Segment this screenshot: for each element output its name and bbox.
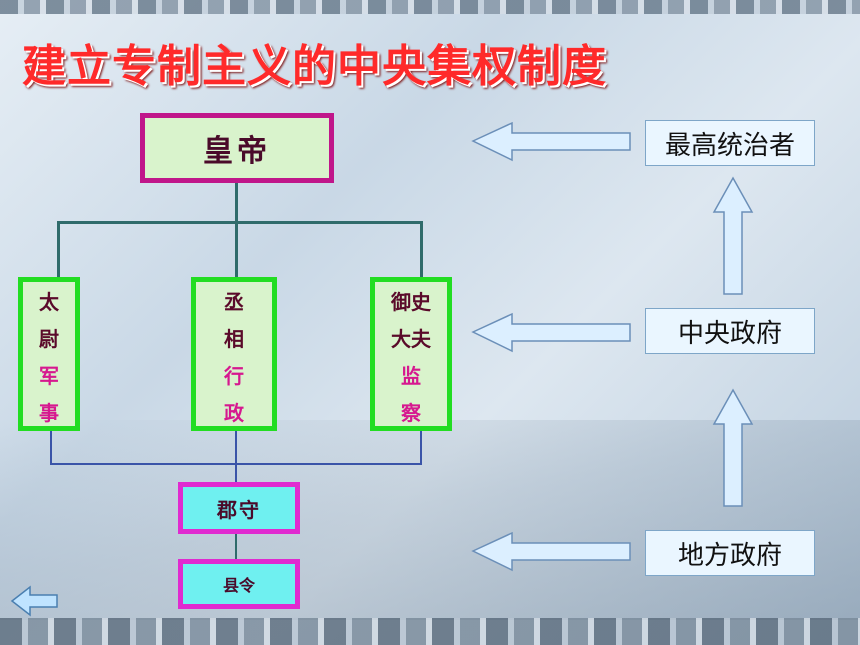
minister-role: 察 (401, 401, 421, 425)
county-magistrate-box: 县令 (178, 559, 300, 609)
local-government-label: 地方政府 (645, 530, 815, 576)
minister-box-yushidafu: 御史 大夫 监 察 (370, 277, 452, 431)
connector-bottom-left (50, 429, 52, 464)
emperor-box: 皇帝 (140, 113, 334, 183)
up-arrow-icon (712, 388, 754, 507)
up-arrow-icon (712, 176, 754, 295)
minister-role: 行 (224, 364, 244, 388)
minister-name: 丞 (224, 290, 244, 314)
connector-taiwei (57, 221, 60, 279)
minister-name: 御史 (391, 290, 431, 314)
minister-name: 大夫 (391, 327, 431, 351)
left-arrow-icon (471, 312, 631, 353)
supreme-ruler-label: 最高统治者 (645, 120, 815, 166)
minister-box-chengxiang: 丞 相 行 政 (191, 277, 277, 431)
minister-name: 相 (224, 327, 244, 351)
minister-name: 太 (39, 290, 59, 314)
connector-to-commandery (235, 431, 237, 483)
emperor-label: 皇帝 (203, 134, 271, 169)
minister-box-taiwei: 太 尉 军 事 (18, 277, 80, 431)
connector-emperor-down (235, 183, 238, 223)
minister-name: 尉 (39, 327, 59, 351)
bottom-border-decoration (0, 618, 860, 645)
connector-ministers-bar (57, 221, 423, 224)
left-arrow-icon (471, 121, 631, 162)
back-arrow-icon[interactable] (10, 585, 60, 617)
minister-role: 军 (39, 364, 59, 388)
connector-to-county (235, 534, 237, 560)
minister-role: 事 (39, 401, 59, 425)
connector-chengxiang (235, 221, 238, 279)
commandery-governor-box: 郡守 (178, 482, 300, 534)
central-government-label: 中央政府 (645, 308, 815, 354)
left-arrow-icon (471, 531, 631, 572)
commandery-governor-label: 郡守 (217, 497, 261, 522)
minister-role: 监 (401, 364, 421, 388)
county-magistrate-label: 县令 (222, 576, 255, 595)
background-great-wall (0, 420, 860, 620)
minister-role: 政 (224, 401, 244, 425)
connector-yushi (420, 221, 423, 279)
connector-bottom-right (420, 429, 422, 464)
top-border-decoration (0, 0, 860, 14)
slide-title: 建立专制主义的中央集权制度 (22, 41, 607, 92)
